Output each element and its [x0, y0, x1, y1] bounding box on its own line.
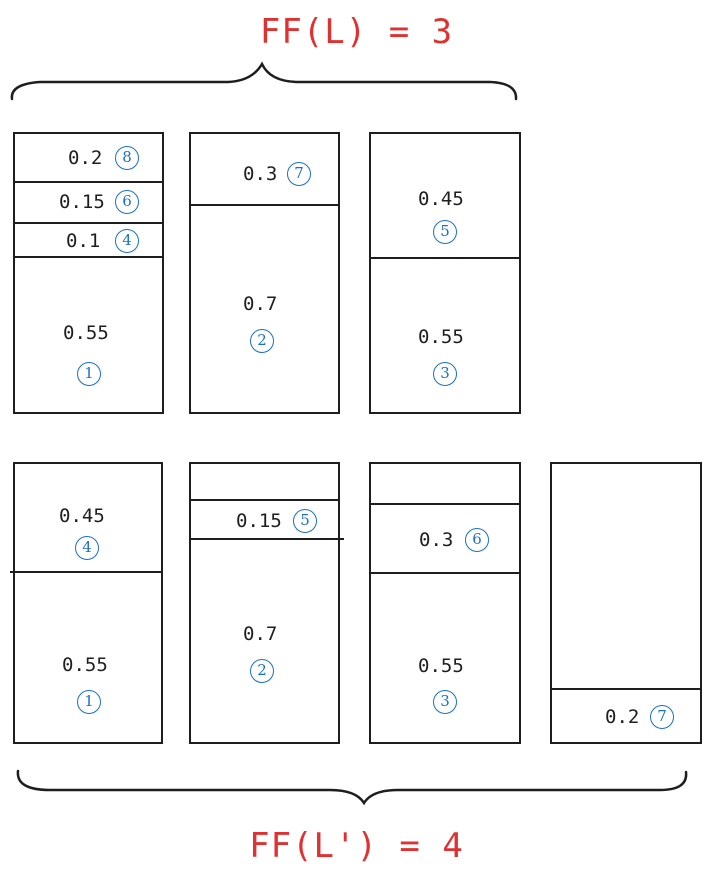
item-index-badge: 1	[77, 690, 101, 714]
bin-bottom-4	[550, 462, 702, 744]
item-size: 0.55	[63, 322, 109, 344]
item-size: 0.2	[605, 706, 640, 728]
item-size: 0.55	[418, 655, 464, 677]
item-index-badge: 5	[293, 509, 317, 533]
item-index-badge: 6	[115, 190, 139, 214]
item-size: 0.3	[419, 529, 454, 551]
item-size: 0.15	[59, 191, 105, 213]
item-index-badge: 8	[115, 146, 139, 170]
item-index-badge: 6	[465, 528, 489, 552]
item-size: 0.2	[68, 147, 103, 169]
item-index-badge: 2	[250, 659, 274, 683]
item-index-badge: 4	[75, 536, 99, 560]
item-divider	[189, 499, 340, 501]
item-divider	[550, 688, 702, 690]
item-divider	[10, 571, 163, 573]
item-divider	[13, 181, 164, 183]
bottom-label: FF(L') = 4	[249, 826, 464, 866]
item-size: 0.45	[418, 188, 464, 210]
item-divider	[13, 222, 164, 224]
item-index-badge: 7	[650, 705, 674, 729]
item-size: 0.7	[243, 623, 278, 645]
bin-top-2	[189, 132, 340, 414]
item-divider	[369, 257, 521, 259]
bin-bottom-2	[189, 462, 340, 744]
item-divider	[189, 538, 344, 540]
item-divider	[13, 256, 164, 258]
item-size: 0.55	[418, 326, 464, 348]
item-index-badge: 3	[433, 690, 457, 714]
item-divider	[369, 572, 521, 574]
item-size: 0.3	[243, 163, 278, 185]
item-size: 0.45	[59, 505, 105, 527]
item-index-badge: 3	[433, 362, 457, 386]
item-divider	[189, 204, 340, 206]
item-index-badge: 2	[250, 329, 274, 353]
item-size: 0.55	[62, 654, 108, 676]
item-divider	[369, 503, 521, 505]
item-index-badge: 5	[433, 220, 457, 244]
item-size: 0.1	[66, 230, 101, 252]
item-index-badge: 7	[287, 162, 311, 186]
item-size: 0.15	[236, 510, 282, 532]
item-size: 0.7	[243, 293, 278, 315]
item-index-badge: 4	[115, 229, 139, 253]
top-label: FF(L) = 3	[259, 12, 454, 52]
item-index-badge: 1	[77, 362, 101, 386]
